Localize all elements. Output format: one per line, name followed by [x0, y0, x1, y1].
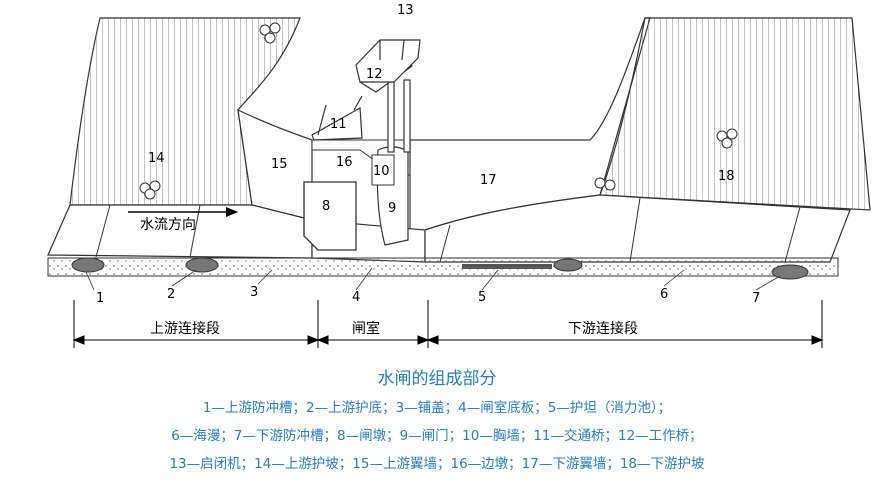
- hoist: [355, 39, 421, 83]
- upstream-slope: [69, 17, 301, 206]
- downstream-slope: [599, 17, 871, 211]
- leader-lines: [85, 267, 781, 291]
- flow-direction-label: 水流方向: [140, 217, 196, 233]
- stilling-basin-band: [462, 264, 552, 269]
- label-7: 7: [752, 291, 760, 306]
- section-upstream-label: 上游连接段: [150, 320, 220, 337]
- label-15: 15: [271, 157, 288, 172]
- caption-title: 水闸的组成部分: [377, 369, 497, 389]
- label-8: 8: [322, 199, 330, 214]
- caption-legend-line-3: 13—启闭机；14—上游护坡；15—上游翼墙；16—边墩；17—下游翼墙；18—…: [169, 456, 705, 472]
- breast-wall: [371, 154, 395, 186]
- label-12: 12: [366, 67, 383, 82]
- label-2: 2: [167, 287, 175, 302]
- caption-legend-line-1: 1—上游防冲槽；2—上游护底；3—铺盖；4—闸室底板；5—护坦（消力池）；: [202, 400, 672, 416]
- flow-arrowhead: [226, 207, 238, 217]
- label-1: 1: [96, 291, 104, 306]
- label-9: 9: [388, 201, 396, 216]
- label-3: 3: [250, 285, 258, 300]
- label-16: 16: [336, 155, 353, 170]
- label-6: 6: [660, 287, 668, 302]
- label-18: 18: [718, 169, 735, 184]
- ground-base: [47, 257, 839, 277]
- label-14: 14: [148, 151, 165, 166]
- sluice-diagram: 1 2 3 4 5 6 7 8 9 10 11 12 13 14 15 16 1…: [47, 3, 871, 348]
- section-dimensions: [72, 300, 824, 348]
- downstream-apron: [424, 194, 851, 263]
- gate-pier: [303, 181, 357, 251]
- label-17: 17: [480, 173, 497, 188]
- label-11: 11: [330, 117, 347, 132]
- caption-legend-line-2: 6—海漫；7—下游防冲槽；8—闸墩；9—闸门；10—胸墙；11—交通桥；12—工…: [171, 428, 703, 444]
- label-4: 4: [352, 290, 360, 305]
- section-chamber-label: 闸室: [352, 320, 380, 337]
- section-downstream-label: 下游连接段: [568, 320, 638, 337]
- label-13: 13: [397, 3, 414, 18]
- cutoff-trenches: [71, 257, 809, 280]
- rock-piles: [139, 22, 738, 200]
- traffic-bridge: [311, 95, 363, 141]
- label-5: 5: [478, 290, 486, 305]
- label-10: 10: [373, 164, 390, 179]
